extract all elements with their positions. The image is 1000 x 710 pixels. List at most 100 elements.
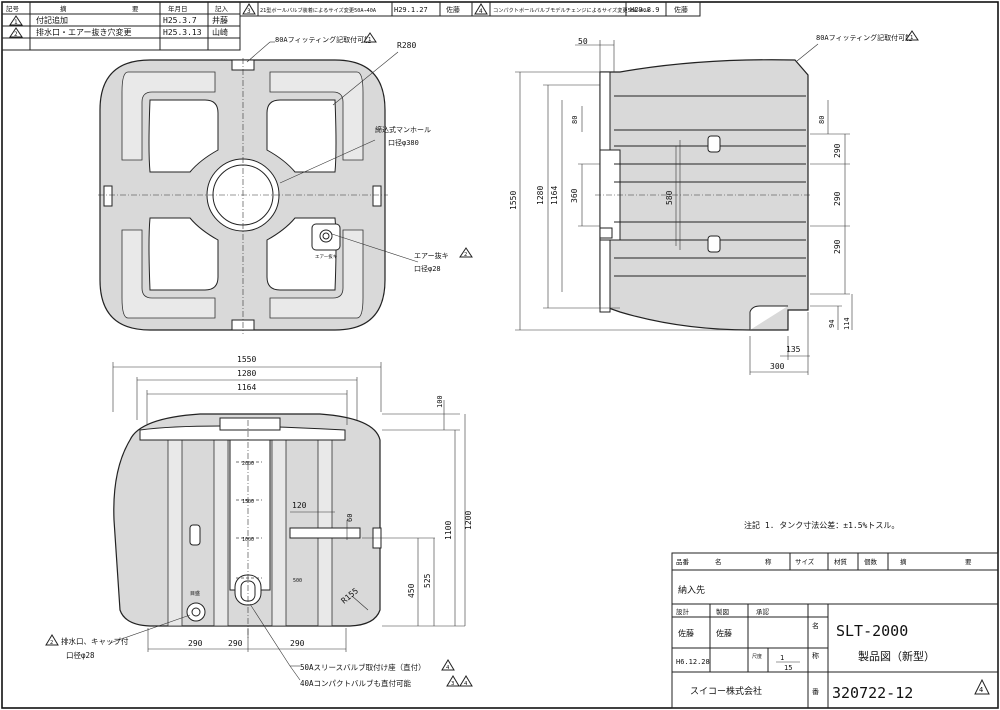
tb-header-part-no: 品番 [676, 558, 690, 566]
svg-text:1200: 1200 [464, 511, 473, 530]
svg-text:290: 290 [833, 143, 842, 158]
rev-header-by: 記入 [215, 4, 229, 13]
svg-text:1280: 1280 [237, 369, 256, 378]
rev-header-desc-1: 摘 [60, 4, 67, 13]
tb-product-code: SLT-2000 [836, 622, 908, 640]
tb-approved-label: 承認 [756, 607, 770, 616]
revision-table: 記号 摘 要 年月日 記入 1 付記追加 H25.3.7 井藤 2 排水口・エア… [1, 1, 701, 51]
svg-text:135: 135 [786, 345, 801, 354]
rev-by-3: 佐藤 [446, 5, 460, 14]
svg-text:60: 60 [346, 514, 354, 522]
svg-text:2: 2 [50, 640, 53, 646]
svg-text:2: 2 [464, 252, 467, 258]
svg-text:80Aフィッティング記取付可能: 80Aフィッティング記取付可能 [816, 33, 912, 42]
svg-text:500: 500 [293, 578, 302, 584]
svg-text:口径φ28: 口径φ28 [414, 264, 441, 273]
tb-side-label-name: 名 [812, 621, 819, 630]
svg-text:114: 114 [843, 317, 851, 330]
svg-text:80: 80 [818, 116, 826, 124]
svg-text:580: 580 [665, 190, 674, 205]
front-view: 2000 1500 1000 500 目盛 1550 1280 1164 290… [45, 355, 473, 688]
radius-note-top: R280 [332, 41, 416, 106]
rev-triangle-4 [474, 3, 488, 15]
rev-date-3: H29.1.27 [394, 6, 428, 14]
svg-text:1164: 1164 [237, 383, 256, 392]
svg-text:100: 100 [436, 395, 444, 408]
manhole-note: 締込式マンホール 口径φ380 [279, 125, 431, 184]
tb-side-label-number: 番 [812, 688, 819, 696]
svg-text:4: 4 [464, 681, 468, 687]
svg-text:R280: R280 [397, 41, 416, 50]
svg-text:口径φ28: 口径φ28 [66, 650, 95, 660]
tb-header-remarks-2: 要 [965, 558, 972, 566]
tb-header-name-2: 称 [765, 557, 772, 566]
tb-scale-num: 1 [780, 654, 784, 662]
tb-drafter: 佐藤 [716, 628, 732, 638]
side-view: 80Aフィッティング記取付可能 1 1550 1280 1164 360 80 … [509, 30, 919, 375]
tb-header-size: サイズ [795, 557, 815, 566]
tb-design-label: 設計 [676, 607, 690, 616]
rev-mark-4: 4 [479, 8, 483, 15]
svg-text:120: 120 [292, 501, 307, 510]
tb-rev-triangle [974, 678, 990, 695]
tb-date: H6.12.28 [676, 658, 710, 666]
svg-text:450: 450 [407, 583, 416, 598]
svg-text:290: 290 [188, 639, 203, 648]
general-note: 注記 1. タンク寸法公差：±1.5%トスル。 [744, 520, 899, 530]
rev-triangle-2 [9, 27, 23, 38]
svg-text:1164: 1164 [550, 186, 559, 205]
rev-desc-3: 21型ボールバルブ装着によるサイズ変更50A→40A [260, 6, 377, 14]
rev-header-date: 年月日 [168, 4, 188, 13]
air-vent-note: エアー抜キ 2 口径φ28 [331, 233, 473, 273]
side-dims: 1550 1280 1164 360 80 50 580 80 [509, 37, 853, 375]
rev-mark-1: 1 [14, 19, 18, 26]
fitting-note-top: 80Aフィッティング記取付可能 1 [246, 32, 377, 63]
svg-text:1550: 1550 [237, 355, 256, 364]
rev-desc-4: コンパクトボールバルブモデルチェンジによるサイズ変更50A→40A [493, 6, 650, 14]
level-gauge: 2000 1500 1000 500 目盛 [190, 461, 302, 597]
air-vent-emboss: エアー抜キ [315, 253, 338, 260]
svg-text:94: 94 [828, 320, 836, 328]
svg-text:290: 290 [833, 191, 842, 206]
svg-text:2000: 2000 [242, 461, 254, 467]
svg-text:1000: 1000 [242, 537, 254, 543]
rev-desc-2: 排水口・エアー抜き穴変更 [36, 27, 132, 37]
svg-text:締込式マンホール: 締込式マンホール [375, 125, 431, 134]
svg-text:290: 290 [290, 639, 305, 648]
rev-by-1: 井藤 [212, 15, 228, 25]
rev-mark-3: 3 [247, 8, 251, 15]
svg-text:290: 290 [228, 639, 243, 648]
rev-date-1: H25.3.7 [163, 16, 197, 25]
rev-triangle-3 [242, 3, 256, 15]
svg-text:目盛: 目盛 [190, 590, 200, 597]
tb-scale-label: 尺度 [752, 653, 762, 660]
svg-text:360: 360 [570, 188, 579, 203]
rev-triangle-1 [9, 15, 23, 26]
tb-header-material: 材質 [834, 557, 848, 566]
tb-header-remarks: 摘 [900, 557, 907, 566]
rev-header-desc-2: 要 [132, 5, 139, 13]
front-dims: 1550 1280 1164 290 290 290 120 60 100 [112, 355, 473, 652]
tb-scale-den: 15 [784, 664, 792, 672]
svg-text:1280: 1280 [536, 186, 545, 205]
tb-drawing-number: 320722-12 [832, 684, 913, 702]
title-block: 品番 名 称 サイズ 材質 個数 摘 要 納入先 設計 製図 承認 佐藤 佐藤 … [671, 552, 999, 709]
svg-text:排水口、キャップ付: 排水口、キャップ付 [61, 636, 129, 646]
rev-desc-1: 付記追加 [36, 15, 68, 25]
rev-date-2: H25.3.13 [163, 28, 202, 37]
svg-text:エアー抜キ: エアー抜キ [414, 251, 449, 260]
tb-delivery: 納入先 [678, 584, 705, 596]
svg-text:525: 525 [423, 573, 432, 588]
svg-text:1100: 1100 [444, 521, 453, 540]
svg-text:80Aフィッティング記取付可能: 80Aフィッティング記取付可能 [275, 35, 371, 44]
tb-drawing-title: 製品図（新型） [858, 649, 935, 663]
svg-text:80: 80 [571, 116, 579, 124]
rev-date-4: H29.3.9 [630, 6, 660, 14]
rev-mark-2: 2 [14, 31, 18, 38]
rev-header-mark: 記号 [6, 4, 20, 13]
tb-side-label-drawing: 称 [812, 651, 819, 660]
svg-text:40Aコンパクトバルブも直付可能: 40Aコンパクトバルブも直付可能 [300, 678, 412, 688]
tb-header-qty: 個数 [864, 557, 878, 566]
